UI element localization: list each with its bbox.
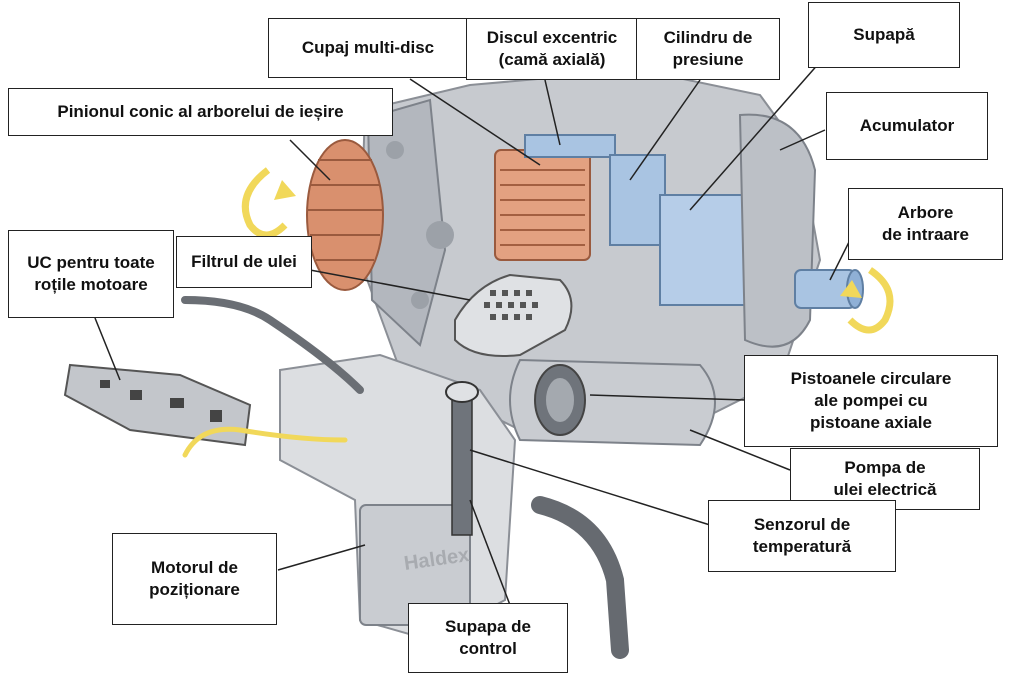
label-acumulator-text: Acumulator	[859, 115, 955, 135]
leader-motorul	[277, 544, 366, 571]
label-arbore: Arbore de intraare	[848, 188, 1003, 260]
cable-harness	[181, 296, 364, 394]
label-filtrul-text: Filtrul de ulei	[191, 251, 297, 271]
label-uc-text: UC pentru toate roțile motoare	[27, 252, 155, 294]
leader-cilindru	[629, 79, 701, 181]
leader-senzorul	[469, 449, 711, 526]
label-supapa-text: Supapă	[853, 24, 915, 44]
label-cilindru-text: Cilindru de presiune	[663, 27, 753, 69]
rotation-arrow-left	[241, 167, 288, 239]
label-motorul-text: Motorul de poziționare	[149, 557, 240, 599]
leader-cupaj	[409, 78, 541, 166]
bevel-pinion	[306, 139, 384, 291]
leader-lines	[94, 61, 851, 606]
label-cupaj-text: Cupaj multi-disc	[301, 37, 435, 57]
leader-pistoanele	[589, 394, 746, 401]
flange-bolt	[426, 221, 454, 249]
leader-pinionul	[289, 139, 331, 181]
control-valve-cap	[445, 381, 479, 403]
rotation-arrow-right	[847, 267, 894, 334]
label-senzorul: Senzorul de temperatură	[708, 500, 896, 572]
control-unit-board	[63, 363, 252, 447]
leader-filtrul	[309, 269, 471, 301]
label-pistoanele-text: Pistoanele circulare ale pompei cu pisto…	[790, 368, 952, 433]
leader-uc	[94, 317, 121, 381]
flange-bolt	[411, 291, 429, 309]
label-supapa-control-text: Supapa de control	[445, 616, 531, 658]
accumulator-body	[738, 113, 817, 348]
control-valve	[451, 394, 473, 536]
axial-cam-disc	[524, 134, 616, 158]
label-pinionul-text: Pinionul conic al arborelui de ieșire	[57, 101, 344, 121]
label-supapa-control: Supapa de control	[408, 603, 568, 673]
flange-bolt	[386, 141, 404, 159]
label-motorul: Motorul de poziționare	[112, 533, 277, 625]
valve-block	[659, 194, 751, 306]
leader-supapa	[689, 61, 821, 211]
label-pistoanele: Pistoanele circulare ale pompei cu pisto…	[744, 355, 998, 447]
oil-pipe	[531, 496, 629, 659]
clutch-pack	[494, 149, 591, 261]
label-pompa-text: Pompa de ulei electrică	[833, 457, 937, 499]
label-uc: UC pentru toate roțile motoare	[8, 230, 174, 318]
yellow-wire	[182, 426, 348, 458]
leader-discul	[544, 79, 561, 146]
label-arbore-text: Arbore de intraare	[882, 202, 969, 244]
label-discul-text: Discul excentric (camă axială)	[486, 27, 618, 69]
label-pompa: Pompa de ulei electrică	[790, 448, 980, 510]
label-cilindru: Cilindru de presiune	[636, 18, 780, 80]
oil-filter	[454, 273, 573, 357]
leader-supapa-control	[469, 499, 511, 606]
label-acumulator: Acumulator	[826, 92, 988, 160]
label-senzorul-text: Senzorul de temperatură	[752, 514, 852, 556]
label-pinionul: Pinionul conic al arborelui de ieșire	[8, 88, 393, 136]
leader-pompa	[689, 429, 791, 471]
rotation-arrow-left-head	[274, 180, 296, 200]
label-cupaj: Cupaj multi-disc	[268, 18, 468, 78]
label-filtrul: Filtrul de ulei	[176, 236, 312, 288]
rotation-arrow-right-head	[840, 280, 862, 298]
leader-acumulator	[779, 129, 826, 151]
label-discul: Discul excentric (camă axială)	[466, 18, 638, 80]
leader-arbore	[829, 239, 851, 281]
label-supapa: Supapă	[808, 2, 960, 68]
